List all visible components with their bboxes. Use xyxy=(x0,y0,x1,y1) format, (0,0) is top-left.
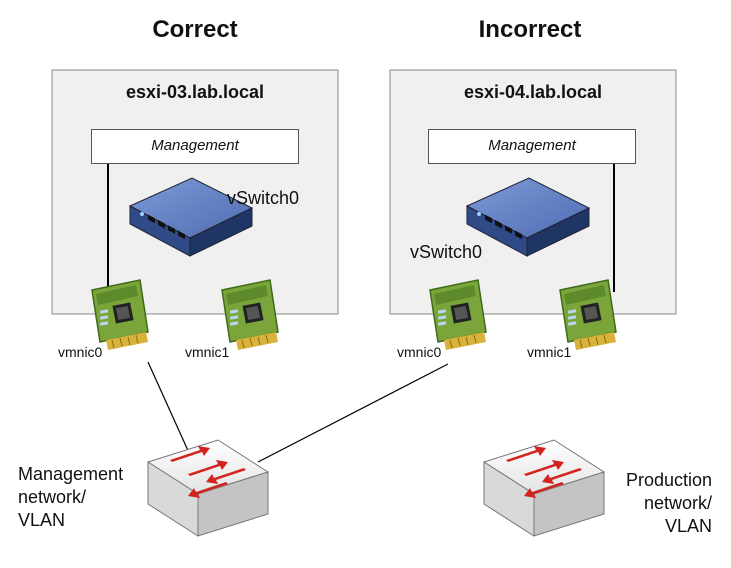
physical-switch-management-icon xyxy=(147,439,269,537)
host-label-esxi-03: esxi-03.lab.local xyxy=(125,82,265,102)
nic-icon xyxy=(221,279,279,351)
cable-correct xyxy=(147,361,191,456)
nic-label-esxi-03-vmnic0: vmnic0 xyxy=(58,344,103,360)
portgroup-management-esxi-04: Management xyxy=(428,129,636,164)
nic-label-esxi-04-vmnic1: vmnic1 xyxy=(527,344,572,360)
cable-incorrect xyxy=(257,363,449,463)
management-network-label: Management network/ VLAN xyxy=(18,464,124,530)
production-network-label: Production network/ VLAN xyxy=(625,470,712,536)
nic-icon xyxy=(91,279,149,351)
nic-icon xyxy=(429,279,487,351)
vswitch-label-esxi-03: vSwitch0 xyxy=(227,188,300,208)
nic-icon xyxy=(559,279,617,351)
host-label-esxi-04: esxi-04.lab.local xyxy=(463,82,603,102)
nic-label-esxi-03-vmnic1: vmnic1 xyxy=(185,344,230,360)
physical-switch-production-icon xyxy=(483,439,605,537)
title-correct: Correct xyxy=(152,16,238,43)
title-incorrect: Incorrect xyxy=(478,16,582,43)
nic-label-esxi-04-vmnic0: vmnic0 xyxy=(397,344,442,360)
vswitch-label-esxi-04: vSwitch0 xyxy=(410,242,483,262)
portgroup-management-esxi-03: Management xyxy=(91,129,299,164)
